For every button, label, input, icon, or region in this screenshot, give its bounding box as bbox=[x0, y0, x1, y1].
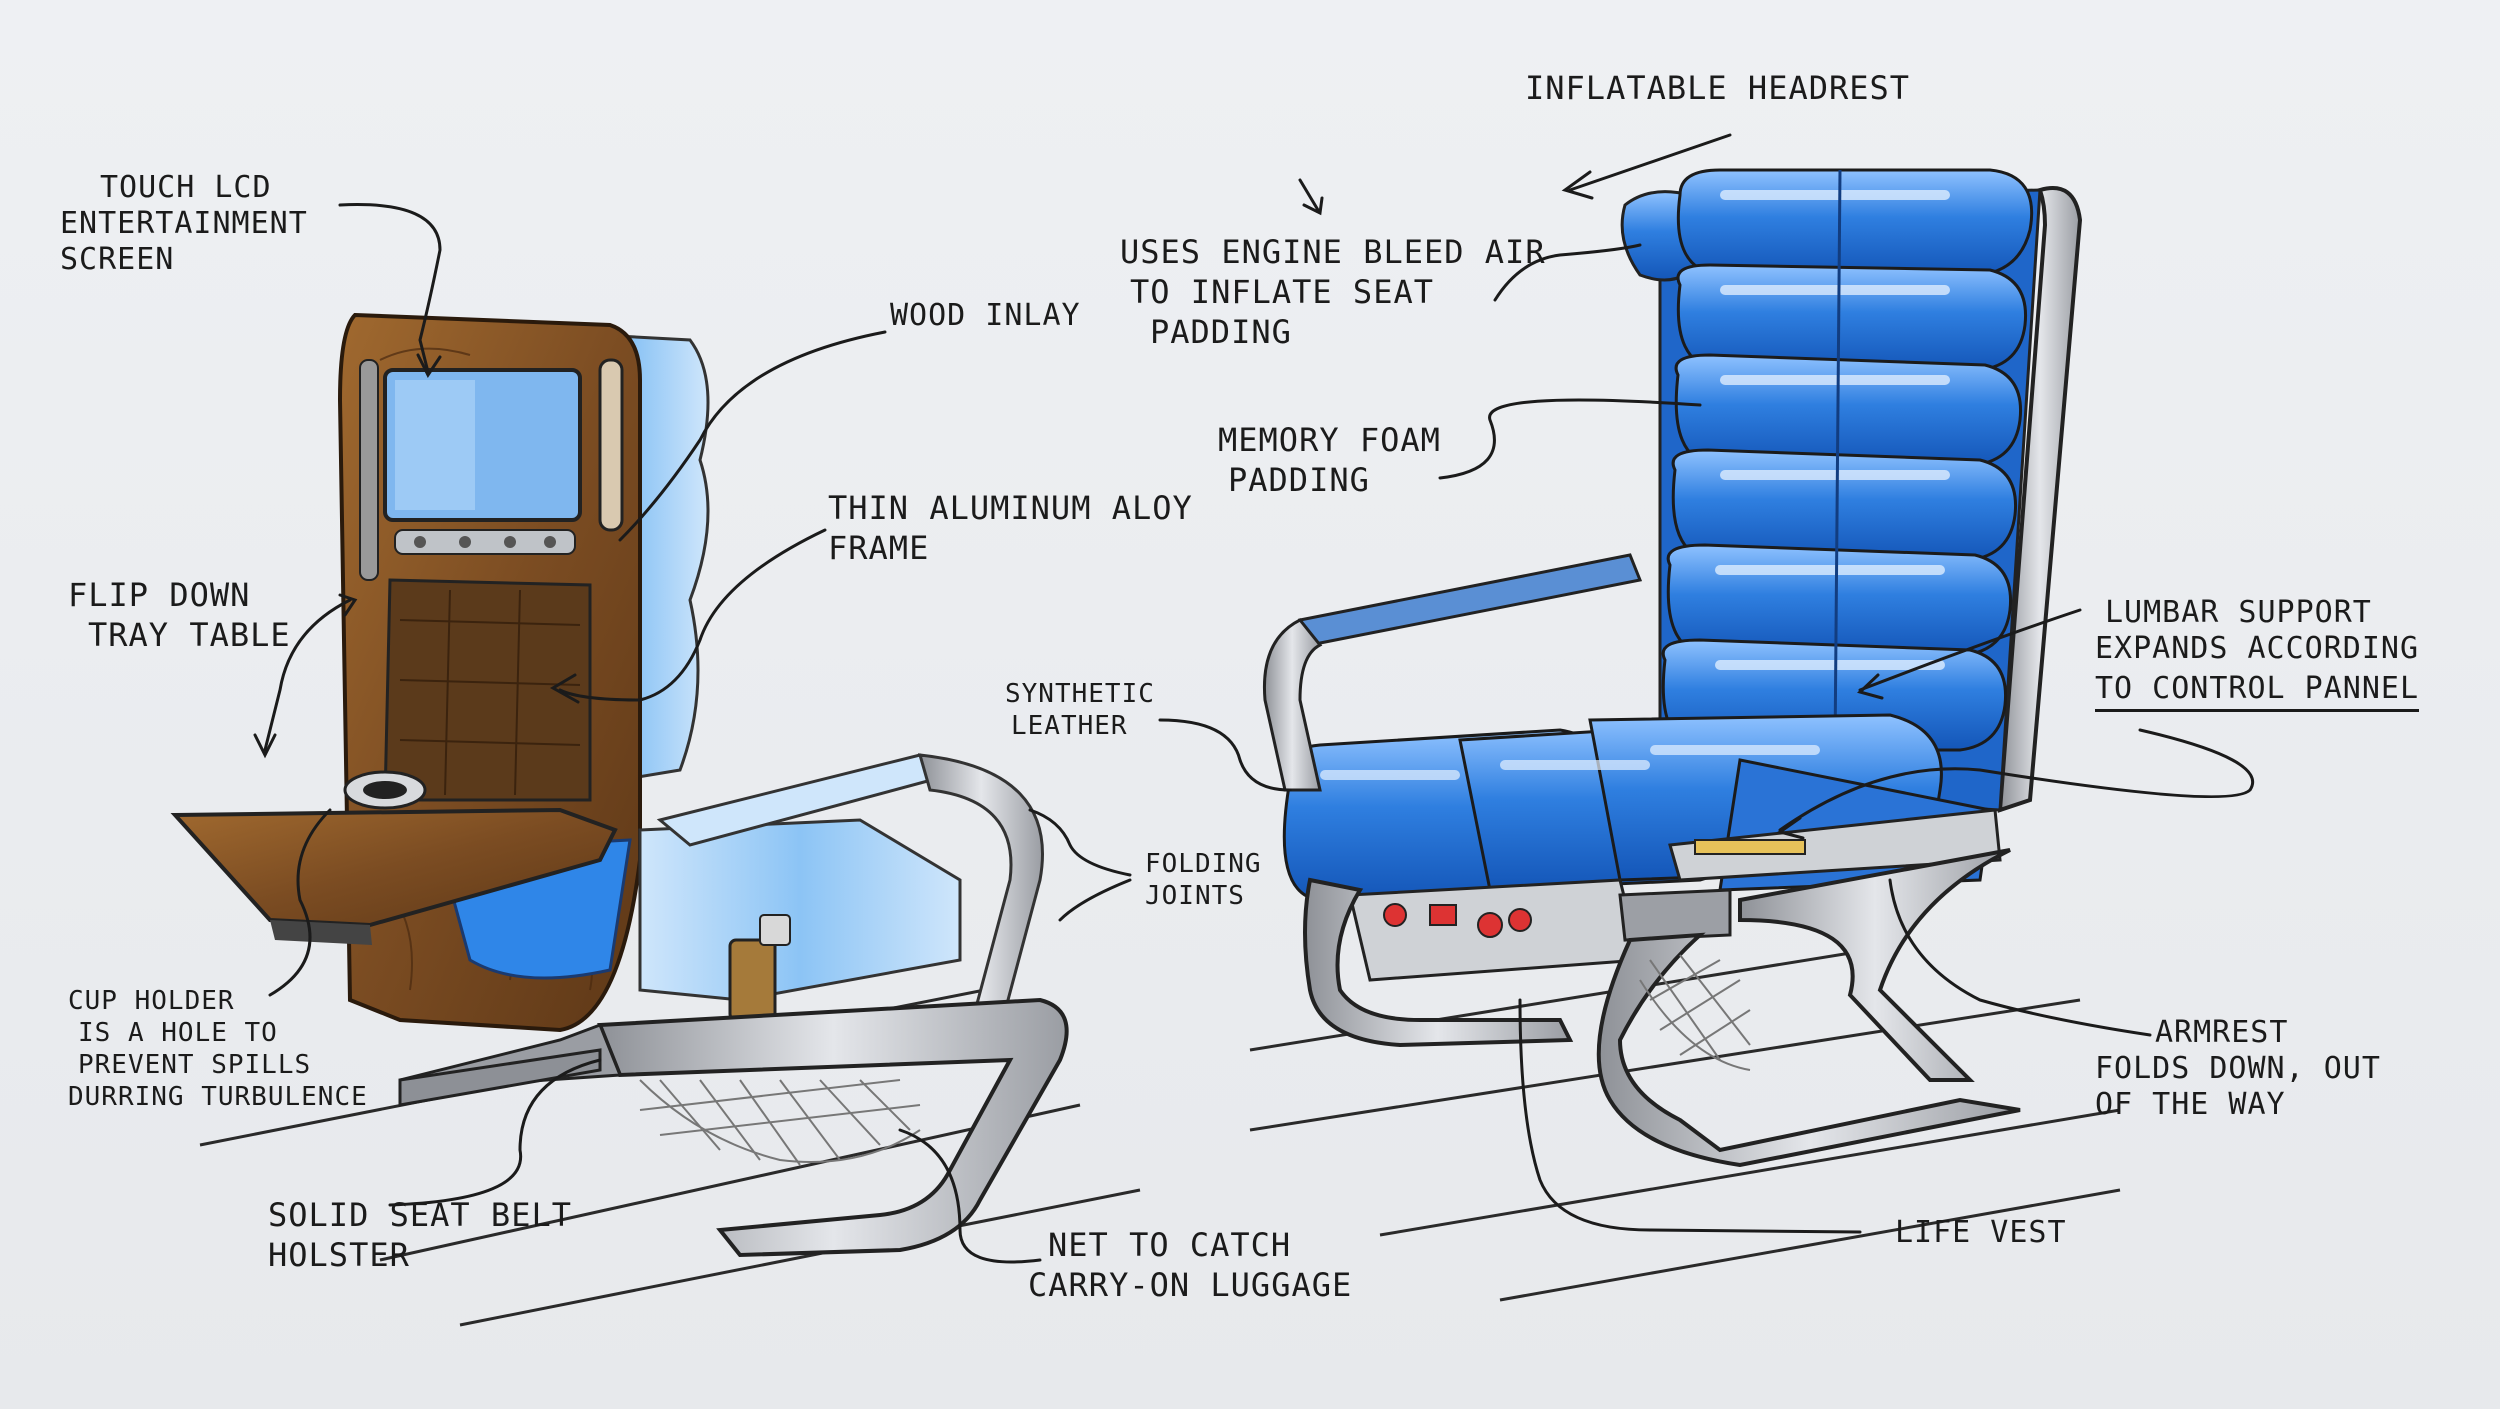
label-luggage-net: NET TO CATCH CARRY-ON LUGGAGE bbox=[1028, 1226, 1353, 1304]
label-flip-down-tray: FLIP DOWN TRAY TABLE bbox=[68, 576, 291, 654]
label-wood-inlay: WOOD INLAY bbox=[890, 298, 1081, 333]
label-inflatable-headrest: INFLATABLE HEADREST bbox=[1525, 69, 1911, 107]
label-cup-holder: CUP HOLDER IS A HOLE TO PREVENT SPILLS D… bbox=[68, 986, 368, 1112]
label-synthetic-leather: SYNTHETIC LEATHER bbox=[1005, 679, 1155, 741]
label-armrest: ARMREST FOLDS DOWN, OUT OF THE WAY bbox=[2095, 1015, 2381, 1122]
label-touch-lcd: TOUCH LCD ENTERTAINMENT SCREEN bbox=[60, 170, 308, 277]
label-memory-foam: MEMORY FOAM PADDING bbox=[1218, 421, 1441, 499]
leader-lines bbox=[253, 133, 2255, 1264]
label-life-vest: LIFE VEST bbox=[1895, 1215, 2067, 1250]
label-lumbar-support: LUMBAR SUPPORT EXPANDS ACCORDING TO CONT… bbox=[2095, 595, 2420, 712]
label-engine-bleed-air: USES ENGINE BLEED AIR TO INFLATE SEAT PA… bbox=[1120, 233, 1546, 351]
label-seat-belt-holster: SOLID SEAT BELT HOLSTER bbox=[268, 1196, 572, 1274]
left-seat bbox=[170, 312, 1069, 1258]
label-folding-joints: FOLDING JOINTS bbox=[1145, 849, 1262, 911]
right-seat bbox=[1262, 168, 2083, 1168]
label-thin-frame: THIN ALUMINUM ALOY FRAME bbox=[828, 489, 1193, 567]
